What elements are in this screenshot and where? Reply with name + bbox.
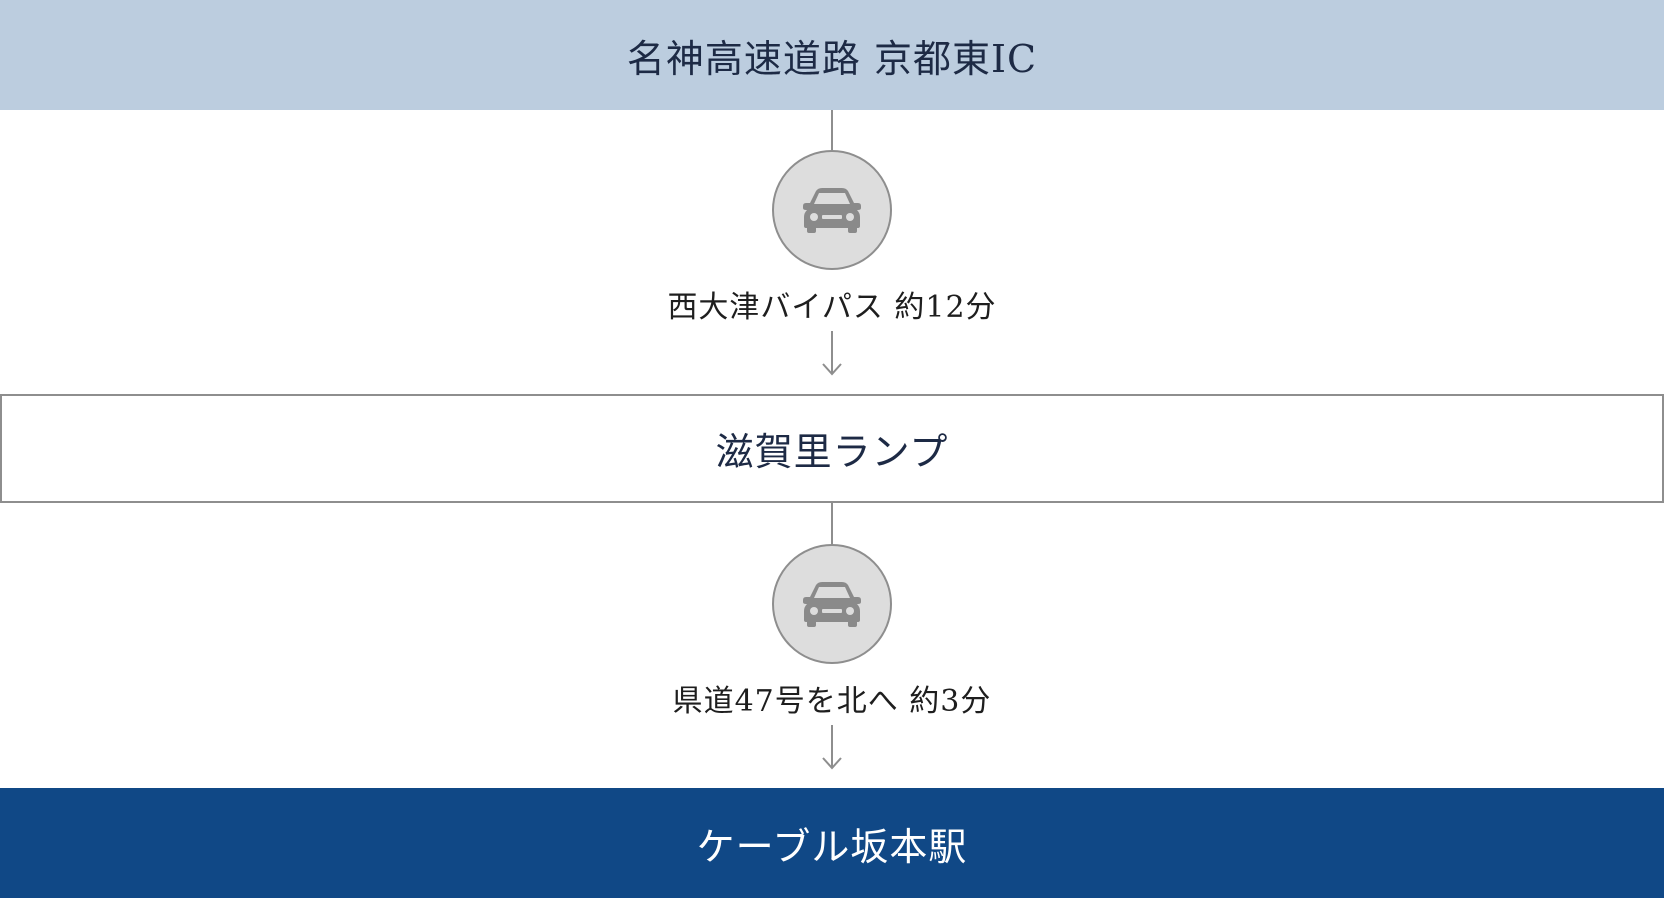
transport-circle-2 xyxy=(772,544,892,664)
station-start: 名神高速道路 京都東IC xyxy=(0,0,1664,110)
connector-line-1 xyxy=(831,110,833,150)
down-arrow-icon xyxy=(822,331,842,376)
route-label-2: 県道47号を北へ 約3分 xyxy=(672,684,992,719)
station-end: ケーブル坂本駅 xyxy=(0,788,1664,898)
transport-circle-1 xyxy=(772,150,892,270)
car-icon xyxy=(803,582,861,627)
down-arrow-icon xyxy=(822,725,842,770)
station-mid-label: 滋賀里ランプ xyxy=(715,430,949,474)
route-label-1: 西大津バイパス 約12分 xyxy=(667,290,997,325)
station-end-label: ケーブル坂本駅 xyxy=(696,824,968,869)
car-icon xyxy=(803,188,861,233)
station-mid: 滋賀里ランプ xyxy=(0,394,1664,503)
connector-line-2 xyxy=(831,503,833,545)
station-start-label: 名神高速道路 京都東IC xyxy=(626,36,1038,81)
